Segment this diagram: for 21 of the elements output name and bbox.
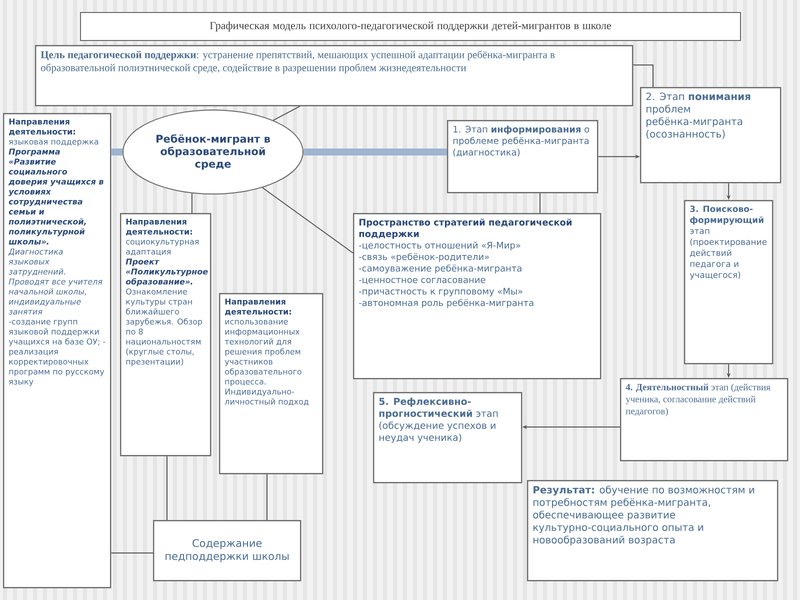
- goal-box: Цель педагогической поддержки: устранение препятствий, мешающих успешной адаптации ребёнка-мигранта в образовательной полиэтнической среде, содействие в разрешении проблем жизнедеятельности: [35, 45, 634, 106]
- connector-line: [110, 552, 154, 554]
- title-box: Графическая модель психолого-педагогической поддержки детей-мигрантов в школе: [80, 12, 741, 41]
- thick-connector: [304, 148, 447, 156]
- activity-box: Направления деятельности: социокультурная адаптация Проект «Поликультурное образование». Ознакомление культуры стран ближайшего зарубежья. Обзор по 8 национальностям (круглые столы, презентации): [120, 213, 212, 456]
- connector-line: [266, 474, 268, 520]
- content-box: Содержание педподдержки школы: [153, 520, 302, 582]
- connector-line: [191, 192, 192, 214]
- connector-line: [632, 64, 654, 88]
- stage-box: 5. Рефлексивно-прогностический этап (обсуждение успехов и неудач ученика): [373, 392, 522, 484]
- thick-connector: [111, 148, 122, 156]
- stage-box: 2. Этап понимания проблем ребёнка-мигранта (осознанность): [640, 87, 782, 184]
- result-box: Результат: обучение по возможностям и потребностям ребёнка-мигранта, обеспечивающее развитие культурно-социального опыта и новообразований возраста: [527, 480, 778, 582]
- connector-line: [262, 187, 354, 254]
- strategy-box: Пространство стратегий педагогической поддержки -целостность отношений «Я-Мир» -связь «ребёнок-родители» -самоуважение ребёнка-мигранта -ценностное согласование -причастность к групповому «Мы» -автономная роль ребёнка-мигранта: [353, 213, 602, 380]
- connector-line: [166, 456, 168, 520]
- stage-box: 3. Поисково-формирующий этап (проектирование действий педагога и учащегося): [684, 200, 774, 364]
- stage-box: 4. Деятельностный этап (действия ученика, согласование действий педагогов): [620, 378, 788, 462]
- activity-box: Направления деятельности: использование информационных технологий для решения проблем участников образовательного процесса. Индивидуально-личностный подход: [219, 293, 324, 474]
- stage-box: 1. Этап информирования о проблеме ребёнка-мигранта (диагностика): [447, 120, 598, 194]
- activity-box: Направления деятельности: языковая поддержка Программа «Развитие социального доверия учащихся в условиях сотрудничества семьи и полиэтнической, поликультурной школы». Диагностика языковых затруднений. Проводят все учителя начальной школы, индивидуальные занятия -создание групп языковой поддержки учащихся на базе ОУ; - реализация корректировочных программ по русскому языку: [3, 113, 112, 588]
